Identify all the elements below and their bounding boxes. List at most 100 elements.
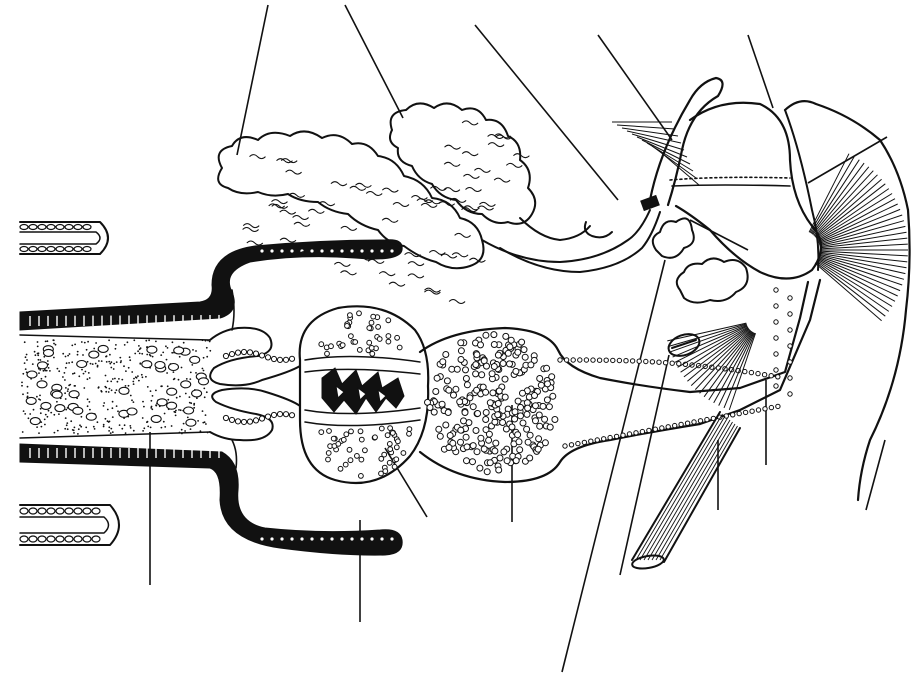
- lumen-cell: [147, 346, 157, 353]
- vesicle-cell: [495, 412, 501, 418]
- duct-bead: [589, 439, 593, 443]
- vesicle-cell: [537, 376, 543, 382]
- gland-squiggle: [366, 192, 382, 196]
- vesicle-cell: [500, 420, 506, 426]
- gland-squiggle: [506, 163, 522, 167]
- lumen-dot: [128, 367, 130, 369]
- lumen-dot: [101, 360, 103, 362]
- fold-bead: [253, 418, 258, 423]
- vesicle: [420, 280, 820, 482]
- tubule-cell: [38, 225, 46, 230]
- lumen-dot: [97, 365, 99, 367]
- lumen-dot: [107, 409, 109, 411]
- lumen-dot: [88, 372, 90, 374]
- lumen-dot: [205, 414, 207, 416]
- gland-squiggle: [293, 216, 309, 220]
- lumen-dot: [35, 354, 37, 356]
- tubule-cell: [47, 508, 55, 514]
- bulb-granule: [325, 351, 330, 356]
- lumen-dot: [181, 367, 183, 369]
- vesicle-cell: [517, 447, 523, 453]
- duct-bead: [621, 433, 625, 437]
- gland-squiggle: [444, 162, 460, 166]
- lumen-dot: [79, 424, 81, 426]
- wall-cell-mark: [360, 249, 363, 252]
- glands-top: [218, 103, 660, 303]
- wall-cell-mark: [310, 249, 313, 252]
- leader-line-6: [808, 137, 887, 183]
- lumen-dot: [66, 362, 68, 364]
- lumen-dot: [89, 401, 91, 403]
- lumen-dot: [110, 367, 112, 369]
- bulb-granule: [387, 442, 392, 447]
- vesicle-cell: [507, 344, 513, 350]
- lumen-dot: [57, 430, 59, 432]
- lumen-dot: [109, 354, 111, 356]
- fold-bead: [253, 351, 258, 356]
- gland-squiggle: [389, 282, 405, 286]
- vesicle-cell: [453, 386, 459, 392]
- bulb-granule: [392, 464, 397, 469]
- gland-squiggle: [350, 186, 366, 190]
- vesicle-cell: [525, 439, 531, 445]
- vesicle-cell: [484, 469, 490, 475]
- vesicle-cell: [457, 399, 463, 405]
- lumen-dot: [69, 353, 71, 355]
- duct-bead: [763, 407, 767, 411]
- duct-bead: [660, 426, 664, 430]
- bulb-granule: [394, 457, 399, 462]
- muscle-fiber: [695, 330, 750, 389]
- lumen-dot: [53, 357, 55, 359]
- vesicle-cell: [474, 449, 480, 455]
- lumen-dot: [98, 360, 100, 362]
- lumen-dot: [171, 425, 173, 427]
- lumen-dot: [54, 432, 56, 434]
- duct-bead: [774, 336, 778, 340]
- gland-squiggle: [455, 233, 471, 237]
- bulb-granule: [367, 340, 372, 345]
- lumen-dot: [176, 397, 178, 399]
- lumen-dot: [190, 428, 192, 430]
- lumen-dot: [202, 368, 204, 370]
- lumen-dot: [37, 346, 39, 348]
- bulb-granule: [345, 324, 350, 329]
- lumen-dot: [64, 392, 66, 394]
- lumen-dot: [163, 421, 165, 423]
- lumen-dot: [65, 367, 67, 369]
- lumen-dot: [112, 378, 114, 380]
- muscle-fiber: [637, 137, 687, 157]
- bulb-granule: [373, 435, 378, 440]
- lumen-dot: [110, 381, 112, 383]
- gland-squiggle: [429, 251, 445, 255]
- lumen-dot: [65, 387, 67, 389]
- vesicle-cell: [463, 367, 469, 373]
- lumen-dot: [187, 417, 189, 419]
- vesicle-cell: [524, 411, 530, 417]
- lumen-dot: [56, 401, 58, 403]
- lumen-dot: [80, 426, 82, 428]
- lumen-dot: [133, 378, 135, 380]
- lumen-dot: [67, 428, 69, 430]
- lumen-dot: [86, 349, 88, 351]
- tubule-cell: [65, 508, 73, 514]
- wall-cell-mark: [260, 537, 263, 540]
- lumen-dot: [148, 339, 150, 341]
- lumen-dot: [141, 353, 143, 355]
- lumen-dot: [112, 407, 114, 409]
- lumen-dot: [119, 357, 121, 359]
- gland-squiggle: [445, 145, 461, 149]
- duct-bead: [637, 359, 641, 363]
- lumen-cell: [30, 418, 40, 425]
- lumen-dot: [124, 344, 126, 346]
- lumen-dot: [180, 409, 182, 411]
- lumen-dot: [151, 400, 153, 402]
- lumen-dot: [139, 348, 141, 350]
- lumen-dot: [53, 339, 55, 341]
- duct-bead: [640, 429, 644, 433]
- gland-squiggle: [247, 241, 263, 245]
- lumen-dot: [125, 385, 127, 387]
- duct-bead: [776, 404, 780, 408]
- lumen-dot: [77, 433, 79, 435]
- lumen-dot: [128, 385, 130, 387]
- bulb-granule: [341, 437, 346, 442]
